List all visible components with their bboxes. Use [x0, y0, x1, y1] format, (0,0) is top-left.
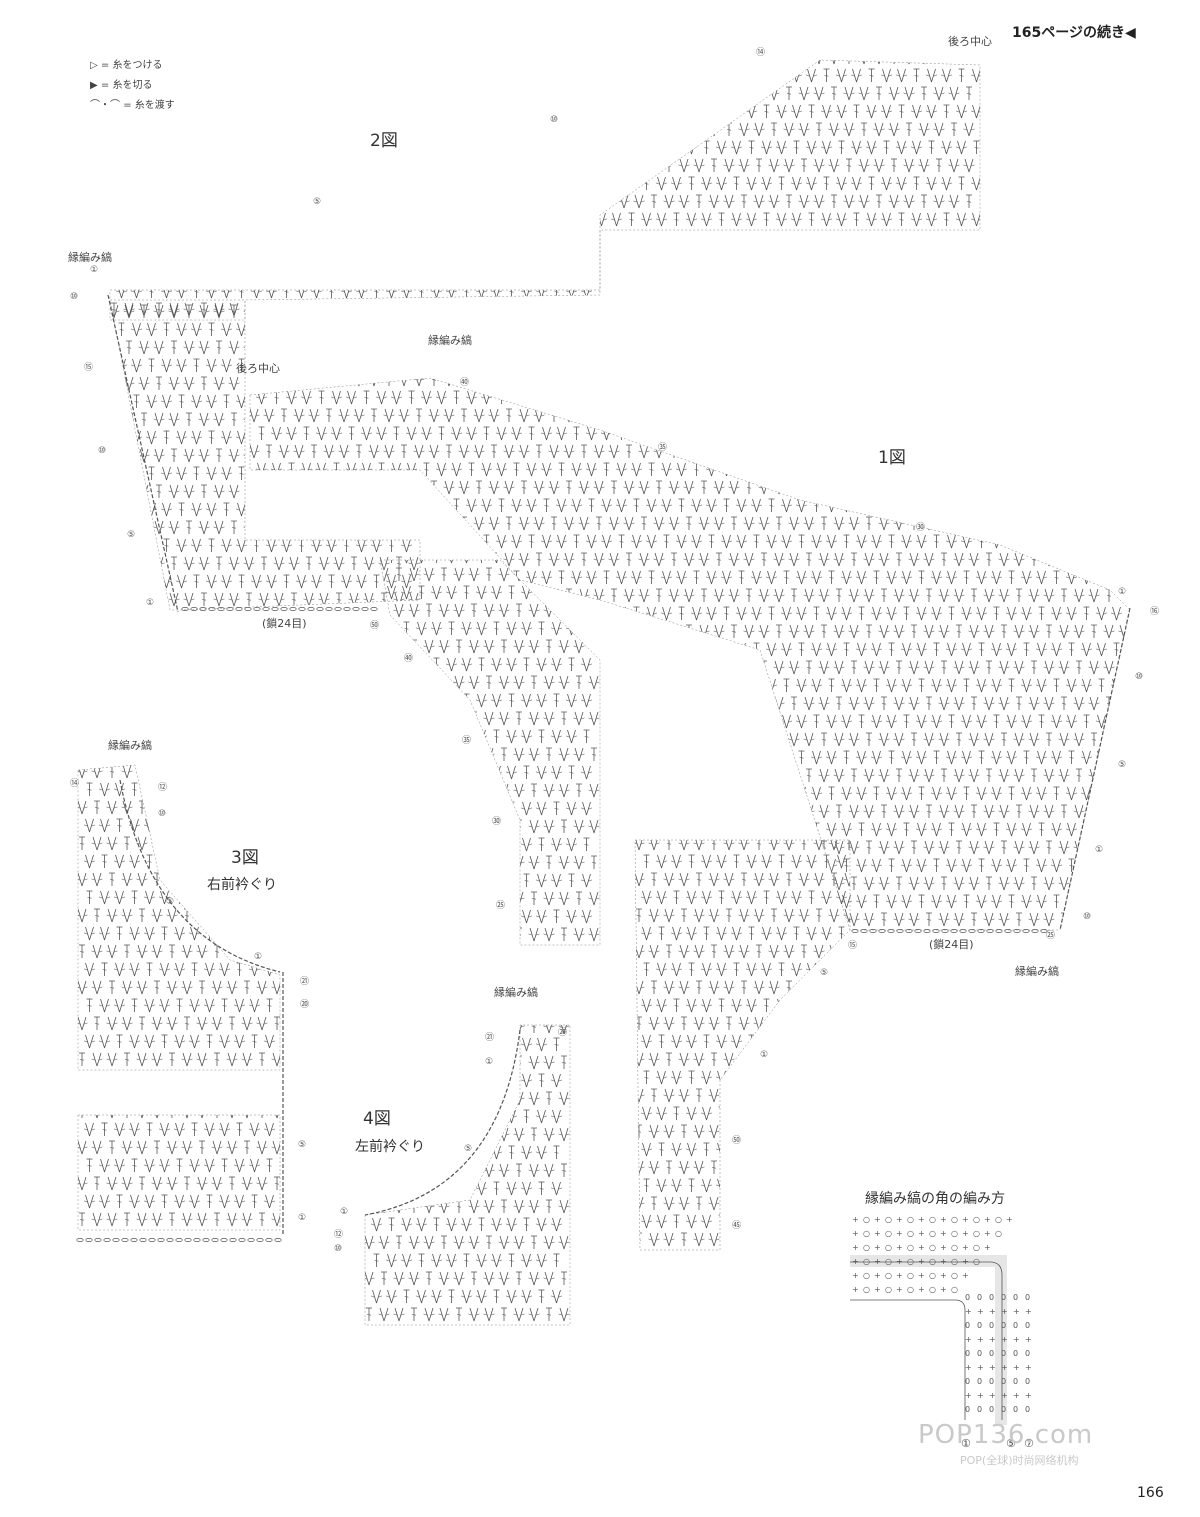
fig4-chart	[364, 1024, 571, 1326]
fig3-row-marker: ⑤	[298, 1140, 307, 1150]
fig2-foundation-chain	[181, 607, 378, 611]
fig4-subtitle: 左前衿ぐり	[355, 1139, 425, 1155]
fig1-row-marker: ㉚	[916, 523, 926, 533]
fig2_lower-row-marker: ㊵	[404, 654, 414, 664]
fig1-chart-lower	[634, 839, 851, 1251]
fig1-chain-label: (鎖24目)	[929, 938, 974, 951]
fig4-edging-label: 縁編み縞	[494, 986, 538, 999]
legend-carry-yarn: ⌒・⌒ = 糸を渡す	[90, 96, 175, 111]
fig2-row-marker: ⑩	[550, 115, 559, 125]
legend-cut-yarn: ▶ = 糸を切る	[90, 76, 152, 91]
fig1-row-marker: ⑤	[820, 968, 829, 978]
fig2-row-marker: ①	[90, 265, 99, 275]
fig2-row-marker: ⑩	[70, 292, 79, 302]
fig4-row-marker: ①	[485, 1057, 494, 1067]
fig2-chart-lower	[379, 559, 601, 946]
fig1-row-marker: ⑤	[1118, 760, 1127, 770]
fig3-chart-upper	[77, 764, 281, 1071]
fig1-row-marker: ㉕	[1046, 931, 1056, 941]
fig3-foundation-chain	[76, 1238, 282, 1242]
corner-row-label-5: ⑤	[1006, 1437, 1016, 1450]
fig3-row-marker: ①	[298, 1213, 307, 1223]
fig2-row-marker: ⑤	[127, 530, 136, 540]
fig1-row-marker: ⑩	[1135, 672, 1144, 682]
fig2-edging-label: 縁編み縞	[68, 251, 112, 264]
fig2-row-marker: ①	[146, 598, 155, 608]
fig1-row-marker: ㉟	[658, 443, 668, 453]
fig1-center-back-label: 後ろ中心	[236, 362, 280, 375]
fig3-title: 3図	[231, 848, 259, 868]
fig1-foundation-chain	[851, 929, 1048, 933]
fig4-row-marker: ⑳	[558, 1028, 568, 1038]
fig3-row-marker: ⑫	[158, 783, 168, 793]
fig2-row-marker: ⑩	[98, 446, 107, 456]
fig1-row-marker: ①	[760, 1050, 769, 1060]
fig2_lower-row-marker: ㉕	[496, 901, 506, 911]
fig1-chart-upper	[249, 377, 1131, 931]
fig4-row-marker: ㉑	[485, 1033, 495, 1043]
fig4-row-marker: ①	[340, 1207, 349, 1217]
legend-attach-label: = 糸をつける	[100, 60, 163, 71]
watermark-logo: POP136.com	[918, 1420, 1094, 1450]
fig1-row-marker: ⑯	[1150, 607, 1160, 617]
fig2-row-marker: ⑮	[84, 363, 94, 373]
fig3-row-marker: ⑤	[166, 897, 175, 907]
fig2-row-marker: ⑭	[756, 48, 766, 58]
fig1-row-marker: ㊿	[732, 1136, 742, 1146]
watermark-subtext: POP(全球)时尚网络机构	[960, 1454, 1079, 1467]
fig3-chart-lower	[77, 1114, 281, 1231]
fig2-center-back-label: 後ろ中心	[948, 35, 992, 48]
fig3-row-marker: ⑩	[158, 809, 167, 819]
fig1-edging-label-bottom: 縁編み縞	[1015, 965, 1059, 978]
corner-row-label-7: ⑦	[1024, 1437, 1034, 1450]
corner-row-label-1: ①	[961, 1437, 971, 1450]
fig3-subtitle: 右前衿ぐり	[207, 877, 277, 893]
corner-title: 縁編み縞の角の編み方	[865, 1191, 1005, 1207]
fig1-edging-label: 縁編み縞	[428, 334, 472, 347]
fig2_lower-row-marker: ㊿	[370, 621, 380, 631]
fig1-title: 1図	[878, 448, 906, 468]
legend-attach-symbol: ▷	[90, 60, 98, 71]
fig4-row-marker: ⑤	[464, 1144, 473, 1154]
fig1-row-marker: ⑩	[1083, 912, 1092, 922]
fig4-row-marker: ⑩	[334, 1244, 343, 1254]
fig2-title: 2図	[370, 131, 398, 151]
fig3-row-marker: ⑭	[70, 779, 80, 789]
legend-carry-label: = 糸を渡す	[123, 100, 175, 111]
fig2-chain-label: (鎖24目)	[262, 617, 307, 630]
fig4-row-marker: ⑫	[334, 1230, 344, 1240]
fig3-edging-label: 縁編み縞	[108, 739, 152, 752]
fig1-row-marker: ㊵	[460, 378, 470, 388]
fig4-title: 4図	[363, 1109, 391, 1129]
fig2-row-marker: ⑤	[313, 197, 322, 207]
fig2_lower-row-marker: ㉚	[492, 817, 502, 827]
fig3-row-marker: ㉑	[300, 977, 310, 987]
fig3-row-marker: ①	[254, 952, 263, 962]
fig2_lower-row-marker: ㉟	[462, 736, 472, 746]
legend-cut-label: = 糸を切る	[100, 80, 153, 91]
fig1-row-marker: ①	[1118, 587, 1127, 597]
legend-attach-yarn: ▷ = 糸をつける	[90, 56, 162, 71]
continued-note: 165ページの続き◀	[1012, 25, 1136, 41]
edging-outlines	[107, 294, 1131, 1235]
legend-carry-symbol: ⌒・⌒	[90, 100, 120, 111]
fig1-row-marker: ①	[1095, 845, 1104, 855]
page-number: 166	[1137, 1485, 1164, 1501]
corner-detail-chart: +○+○+○+○+○+○+○++○+○+○+○+○+○+○+○+○+○+○+○+…	[850, 1215, 1032, 1425]
fig3-row-marker: ⑳	[300, 1000, 310, 1010]
legend-cut-symbol: ▶	[90, 80, 98, 91]
fig1-row-marker: ⑮	[848, 941, 858, 951]
fig2-chart-upper	[109, 59, 981, 321]
fig1-row-marker: ㊺	[732, 1221, 742, 1231]
